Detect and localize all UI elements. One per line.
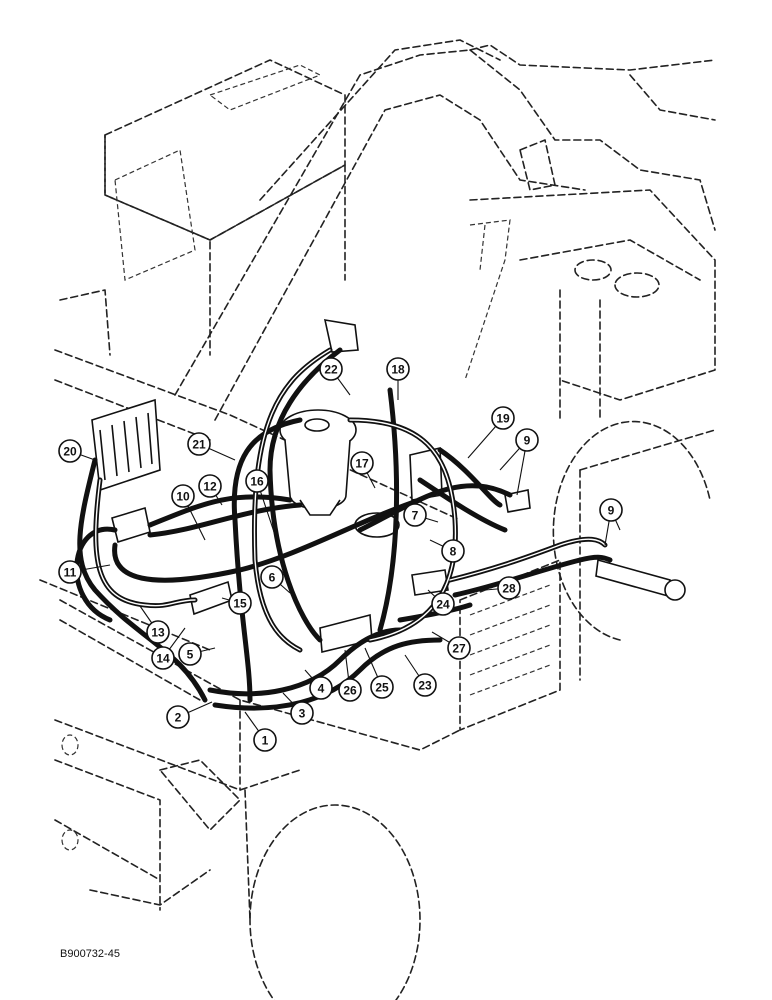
callout-number: 15 xyxy=(233,597,247,611)
callout-number: 3 xyxy=(299,707,306,721)
callout-25: 25 xyxy=(364,647,394,699)
callout-number: 24 xyxy=(436,598,450,612)
callout-circle xyxy=(350,451,374,475)
callout-number: 7 xyxy=(412,509,419,523)
callout-circle xyxy=(386,357,410,381)
callout-circle xyxy=(319,357,343,381)
callout-number: 5 xyxy=(187,648,194,662)
callout-circle xyxy=(309,676,333,700)
callout-19: 19 xyxy=(467,406,515,459)
callout-23: 23 xyxy=(404,654,437,697)
callout-number: 2 xyxy=(175,711,182,725)
callout-number: 13 xyxy=(151,626,165,640)
callout-circle xyxy=(290,701,314,725)
callout-number: 19 xyxy=(496,412,510,426)
callout-17: 17 xyxy=(350,451,376,489)
callout-8: 8 xyxy=(429,539,465,563)
callout-circle xyxy=(187,432,211,456)
callout-circle xyxy=(431,592,455,616)
callout-circle xyxy=(403,503,427,527)
callout-7: 7 xyxy=(403,503,439,527)
callout-26: 26 xyxy=(338,649,362,702)
callout-9: 9 xyxy=(499,428,539,496)
callout-circle xyxy=(178,642,202,666)
callout-3: 3 xyxy=(282,692,314,725)
callout-number: 10 xyxy=(176,490,190,504)
callout-22: 22 xyxy=(319,357,351,396)
callout-number: 6 xyxy=(269,571,276,585)
callout-circle xyxy=(447,636,471,660)
callout-28: 28 xyxy=(484,576,521,600)
callout-number: 9 xyxy=(608,504,615,518)
callout-6: 6 xyxy=(260,565,291,594)
callout-circle xyxy=(497,576,521,600)
callout-circle xyxy=(370,675,394,699)
callout-14: 14 xyxy=(151,627,186,670)
callout-number: 26 xyxy=(343,684,357,698)
callout-number: 14 xyxy=(156,652,170,666)
callout-circle xyxy=(146,620,170,644)
hydraulic-hoses xyxy=(74,347,613,711)
callout-5: 5 xyxy=(178,642,216,666)
callout-circle xyxy=(599,498,623,522)
callout-circle xyxy=(166,705,190,729)
callout-number: 1 xyxy=(262,734,269,748)
callout-number: 9 xyxy=(524,434,531,448)
callout-27: 27 xyxy=(431,631,471,660)
callout-number: 21 xyxy=(192,438,206,452)
callout-15: 15 xyxy=(221,591,252,615)
callout-20: 20 xyxy=(58,439,96,463)
callout-circle xyxy=(260,565,284,589)
callout-circle xyxy=(171,484,195,508)
callout-number: 28 xyxy=(502,582,516,596)
callout-18: 18 xyxy=(386,357,410,400)
callout-1: 1 xyxy=(244,711,277,752)
callout-number: 16 xyxy=(250,475,264,489)
callout-circle xyxy=(58,560,82,584)
callout-number: 8 xyxy=(450,545,457,559)
callout-number: 23 xyxy=(418,679,432,693)
callout-circle xyxy=(491,406,515,430)
callout-12: 12 xyxy=(198,474,223,506)
callout-2: 2 xyxy=(166,701,213,729)
callout-circle xyxy=(198,474,222,498)
callout-circle xyxy=(338,678,362,702)
callout-9: 9 xyxy=(599,498,623,546)
callout-number: 17 xyxy=(355,457,369,471)
components xyxy=(91,319,686,653)
figure-code: B900732-45 xyxy=(60,948,120,960)
callout-number: 11 xyxy=(64,566,77,580)
callout-circle xyxy=(253,728,277,752)
callout-circle xyxy=(441,539,465,563)
callout-10: 10 xyxy=(171,484,206,541)
callout-circle xyxy=(413,673,437,697)
callout-number: 4 xyxy=(318,682,325,696)
callout-circle xyxy=(515,428,539,452)
callout-circle xyxy=(245,469,269,493)
callout-number: 25 xyxy=(375,681,389,695)
callout-number: 20 xyxy=(63,445,77,459)
callout-number: 18 xyxy=(391,363,405,377)
callout-13: 13 xyxy=(139,605,170,644)
callout-circle xyxy=(58,439,82,463)
callout-21: 21 xyxy=(187,432,236,461)
callout-number: 12 xyxy=(203,480,217,494)
callout-11: 11 xyxy=(58,560,111,584)
callout-16: 16 xyxy=(245,469,276,536)
callout-number: 27 xyxy=(452,642,466,656)
callout-4: 4 xyxy=(304,669,333,700)
callout-circle xyxy=(151,646,175,670)
callout-number: 22 xyxy=(324,363,338,377)
callout-circle xyxy=(228,591,252,615)
callout-24: 24 xyxy=(427,589,455,616)
